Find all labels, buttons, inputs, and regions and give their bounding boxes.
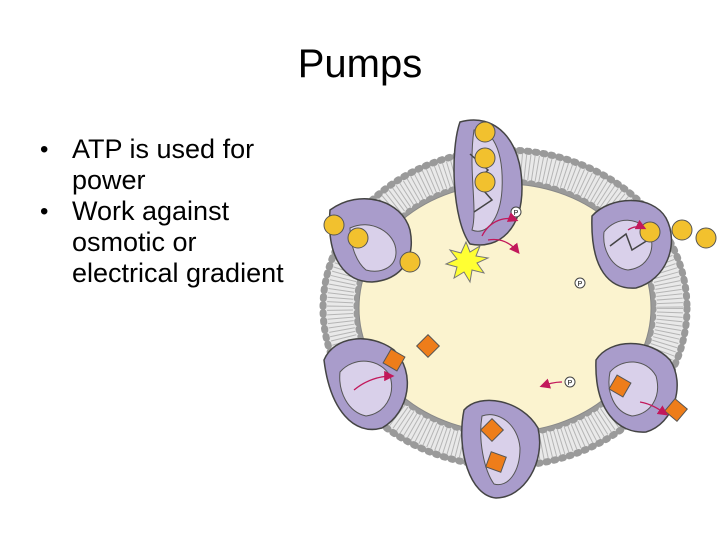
phosphate-label: P [568,380,573,387]
bullet-text: Work against osmotic or electrical gradi… [72,196,284,288]
bullet-item: • Work against osmotic or electrical gra… [40,196,310,289]
atp-burst-icon [444,240,490,284]
phosphate-icon: P [564,376,576,388]
bullet-dot-icon: • [40,198,49,225]
phosphate-icon: P [574,277,586,289]
phosphate-label: P [514,210,519,217]
round-ions [323,121,717,273]
bullet-text: ATP is used for power [72,134,255,195]
pump-cell-diagram: P P P [319,119,717,499]
phosphate-label: P [578,281,583,288]
pump-protein-right-lower [595,342,678,433]
bullet-dot-icon: • [40,136,49,163]
slide-title: Pumps [0,42,720,87]
square-ions [382,333,688,473]
bullet-item: • ATP is used for power [40,134,310,196]
title-text: Pumps [297,42,423,86]
pump-protein-bottom [461,399,541,499]
bullet-list: • ATP is used for power • Work against o… [40,134,310,289]
phosphate-icon: P [510,206,522,218]
flow-arrows [353,212,669,416]
